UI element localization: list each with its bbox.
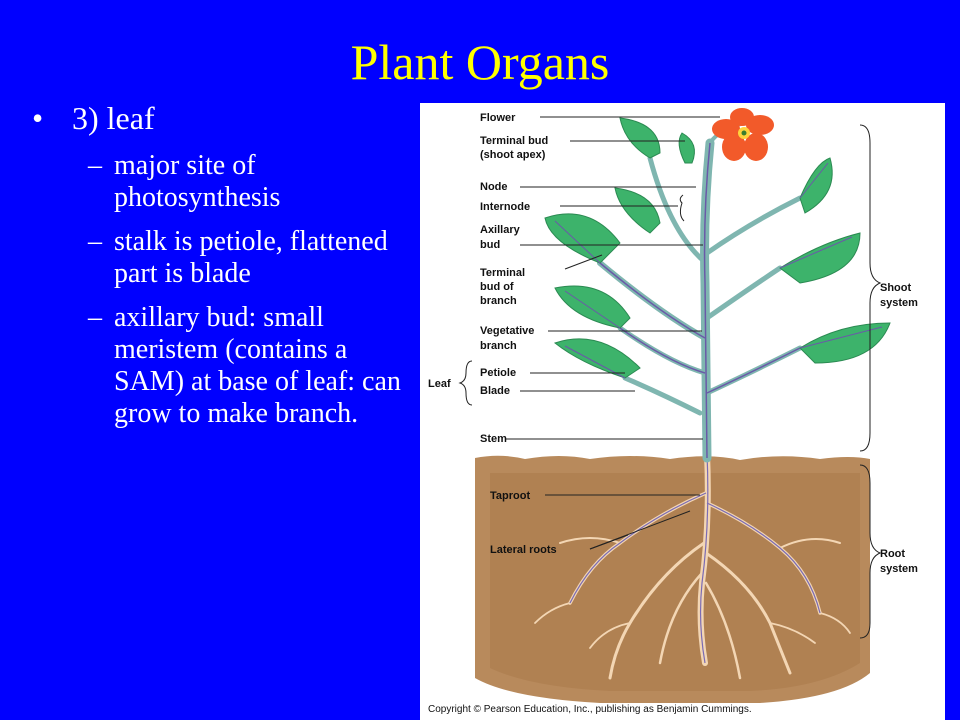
label-root-system: system: [880, 563, 918, 575]
leaves: [544, 117, 891, 379]
subpoint-dash: –: [88, 302, 102, 333]
bullet-item: • 3) leaf: [28, 100, 408, 136]
label-leaf: Leaf: [428, 378, 451, 390]
label-terminal-bud: Terminal bud: [480, 135, 548, 147]
label-blade: Blade: [480, 385, 510, 397]
label-vegetative: Vegetative: [480, 325, 534, 337]
label-shoot-system: system: [880, 297, 918, 309]
bullet-dot: •: [32, 100, 44, 136]
bullet-list: • 3) leaf – major site of photosynthesis…: [28, 100, 408, 442]
subpoint-item: – major site of photosynthesis: [28, 150, 408, 214]
stems: [597, 121, 803, 463]
label-vegetative-branch: branch: [480, 340, 517, 352]
label-bud: bud: [480, 239, 500, 251]
label-root: Root: [880, 548, 905, 560]
subpoint-dash: –: [88, 150, 102, 181]
diagram-labels: Flower Terminal bud (shoot apex) Node In…: [428, 112, 918, 715]
subpoint-item: – axillary bud: small meristem (contains…: [28, 302, 408, 430]
label-stem: Stem: [480, 433, 507, 445]
subpoint-text: stalk is petiole, flattened part is blad…: [114, 226, 388, 289]
label-taproot: Taproot: [490, 490, 530, 502]
label-bud-of: bud of: [480, 281, 514, 293]
label-shoot: Shoot: [880, 282, 911, 294]
subpoint-text: major site of photosynthesis: [114, 150, 281, 213]
root-veins: [569, 452, 821, 664]
label-terminal: Terminal: [480, 267, 525, 279]
copyright-text: Copyright © Pearson Education, Inc., pub…: [428, 704, 752, 715]
label-lateral-roots: Lateral roots: [490, 544, 557, 556]
slide-title: Plant Organs: [350, 34, 610, 90]
stem-veins: [599, 142, 801, 459]
label-shoot-apex: (shoot apex): [480, 149, 546, 161]
soil-shading: [490, 473, 860, 691]
label-node: Node: [480, 181, 508, 193]
plant-diagram-svg: Flower Terminal bud (shoot apex) Node In…: [428, 108, 918, 715]
subpoint-list: – major site of photosynthesis – stalk i…: [28, 150, 408, 430]
subpoint-dash: –: [88, 226, 102, 257]
subpoint-text: axillary bud: small meristem (contains a…: [114, 302, 401, 429]
label-flower: Flower: [480, 112, 516, 124]
label-internode: Internode: [480, 201, 530, 213]
leader-lines: [458, 116, 882, 639]
subpoint-item: – stalk is petiole, flattened part is bl…: [28, 226, 408, 290]
flower: [712, 108, 774, 161]
plant-diagram: Flower Terminal bud (shoot apex) Node In…: [420, 103, 945, 720]
label-petiole: Petiole: [480, 367, 516, 379]
label-branch: branch: [480, 295, 517, 307]
soil-region: [475, 455, 870, 703]
label-axillary: Axillary: [480, 224, 521, 236]
bullet-text: 3) leaf: [72, 100, 155, 136]
